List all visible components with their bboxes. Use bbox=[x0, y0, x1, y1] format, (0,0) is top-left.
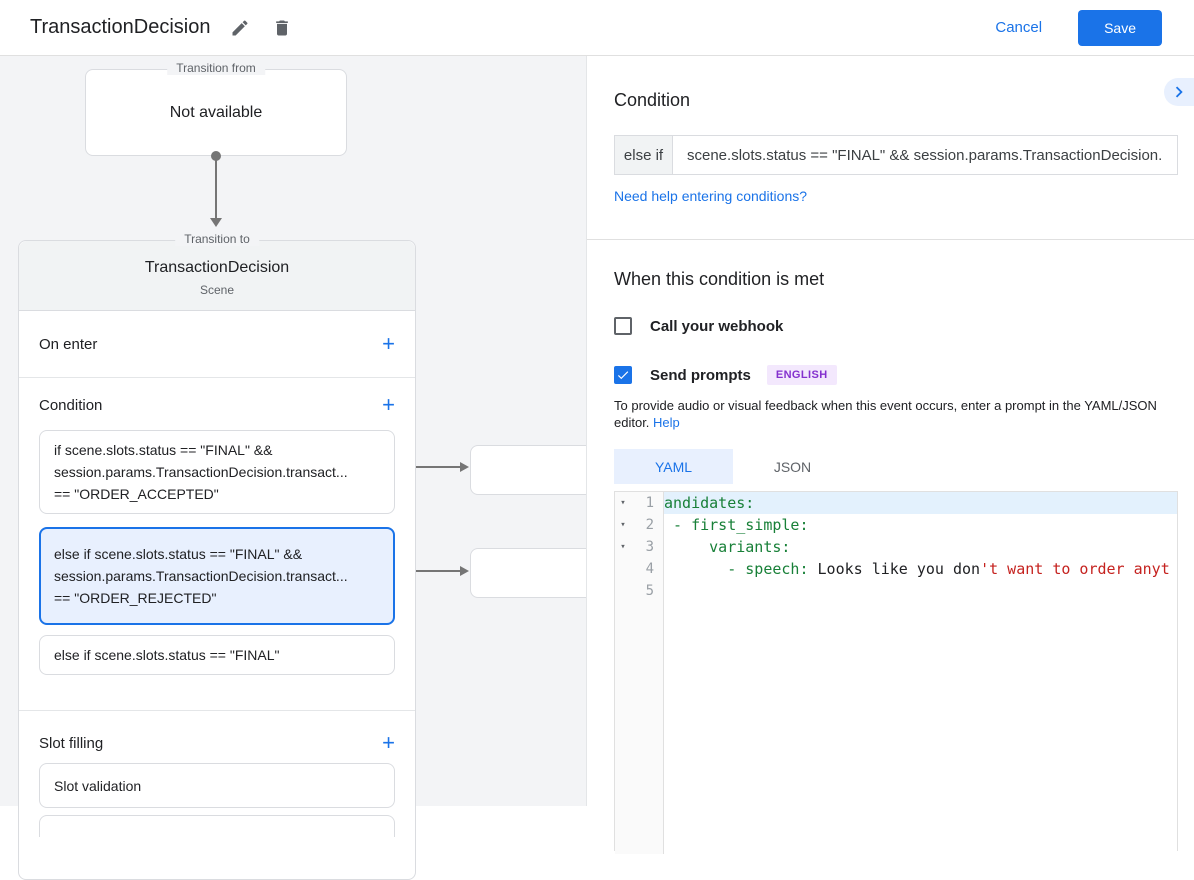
pencil-icon bbox=[232, 19, 248, 35]
condition-input-row: else if scene.slots.status == "FINAL" &&… bbox=[614, 135, 1178, 175]
arrow-down-icon bbox=[210, 218, 222, 227]
condition-prefix-label: else if bbox=[614, 135, 673, 175]
condition-header-row: Condition + bbox=[19, 378, 415, 430]
conditions-help-link[interactable]: Need help entering conditions? bbox=[614, 188, 808, 204]
condition-box[interactable]: else if scene.slots.status == "FINAL" bbox=[39, 635, 395, 675]
tab-json[interactable]: JSON bbox=[773, 458, 812, 475]
condition-box[interactable]: if scene.slots.status == "FINAL" &&sessi… bbox=[39, 430, 395, 514]
chevron-right-icon bbox=[1175, 86, 1183, 98]
list-item-partial[interactable] bbox=[39, 815, 395, 837]
scene-name: TransactionDecision bbox=[144, 258, 290, 276]
add-slot-button[interactable]: + bbox=[382, 730, 395, 755]
language-badge: ENGLISH bbox=[766, 365, 837, 385]
condition-section: Condition + if scene.slots.status == "FI… bbox=[19, 378, 415, 711]
fold-arrow-icon[interactable]: ▾ bbox=[615, 514, 631, 536]
connector-line bbox=[402, 570, 460, 572]
fold-cell-empty bbox=[615, 580, 631, 602]
arrow-right-icon bbox=[460, 462, 469, 472]
condition-expression-input[interactable]: scene.slots.status == "FINAL" && session… bbox=[673, 135, 1178, 175]
condition-editor-panel: Condition else if scene.slots.status == … bbox=[586, 56, 1194, 854]
condition-section-label: Condition bbox=[39, 396, 103, 414]
page-title: TransactionDecision bbox=[30, 16, 211, 38]
scene-card: Transition to TransactionDecision Scene … bbox=[18, 232, 416, 880]
code-text: variants: bbox=[664, 538, 791, 556]
transition-from-legend: Transition from bbox=[167, 61, 265, 75]
code-line: ▾2 - first_simple: bbox=[615, 514, 1177, 536]
prompts-description: To provide audio or visual feedback when… bbox=[614, 397, 1166, 431]
webhook-label: Call your webhook bbox=[650, 317, 784, 335]
send-prompts-row: Send prompts ENGLISH bbox=[614, 365, 1194, 385]
on-enter-row: On enter + bbox=[19, 311, 415, 378]
tab-yaml[interactable]: YAML bbox=[614, 449, 733, 484]
send-prompts-label: Send prompts bbox=[650, 366, 751, 384]
condition-list: if scene.slots.status == "FINAL" &&sessi… bbox=[19, 430, 415, 675]
send-prompts-checkbox[interactable] bbox=[614, 366, 632, 384]
scene-type-label: Scene bbox=[199, 282, 235, 297]
line-number: 2 bbox=[631, 514, 664, 536]
transition-to-legend: Transition to bbox=[175, 232, 259, 246]
arrow-right-icon bbox=[460, 566, 469, 576]
on-enter-label: On enter bbox=[39, 335, 98, 353]
add-on-enter-button[interactable]: + bbox=[382, 331, 395, 356]
fold-arrow-icon[interactable]: ▾ bbox=[615, 536, 631, 558]
connector-line bbox=[215, 156, 217, 218]
line-number: 4 bbox=[631, 558, 664, 580]
editor-gutter-fill bbox=[615, 602, 1177, 854]
panel-divider bbox=[587, 239, 1194, 240]
code-text: - first_simple: bbox=[664, 516, 809, 534]
help-link[interactable]: Help bbox=[653, 415, 680, 430]
add-condition-button[interactable]: + bbox=[382, 392, 395, 417]
checkmark-icon bbox=[617, 371, 629, 380]
webhook-checkbox[interactable] bbox=[614, 317, 632, 335]
fold-arrow-icon[interactable]: ▾ bbox=[615, 492, 631, 514]
condition-heading-row: Condition bbox=[614, 86, 1194, 114]
slot-list: Slot validation bbox=[19, 763, 415, 808]
cancel-button[interactable]: Cancel bbox=[995, 19, 1043, 36]
transition-from-box[interactable]: Transition from Not available bbox=[85, 61, 347, 156]
webhook-row: Call your webhook bbox=[614, 317, 1194, 335]
line-number: 3 bbox=[631, 536, 664, 558]
top-bar: TransactionDecision Cancel Save bbox=[0, 0, 1194, 56]
code-text: - speech: Looks like you don't want to o… bbox=[664, 560, 1170, 578]
collapse-panel-button[interactable] bbox=[1164, 78, 1194, 106]
trash-icon bbox=[276, 20, 289, 35]
code-text bbox=[664, 580, 1177, 602]
prompts-description-text: To provide audio or visual feedback when… bbox=[614, 398, 1157, 430]
code-line: 5 bbox=[615, 580, 1177, 602]
slot-filling-label: Slot filling bbox=[39, 734, 104, 752]
connector-line bbox=[402, 466, 460, 468]
editor-tab-bar: YAML JSON bbox=[614, 449, 1194, 484]
fold-cell-empty bbox=[615, 558, 631, 580]
scene-card-header: TransactionDecision Scene bbox=[19, 241, 415, 311]
when-met-heading: When this condition is met bbox=[614, 269, 825, 289]
condition-heading: Condition bbox=[614, 89, 691, 110]
slot-validation-box[interactable]: Slot validation bbox=[39, 763, 395, 808]
transition-from-value: Not available bbox=[169, 103, 263, 121]
line-number: 1 bbox=[631, 492, 664, 514]
line-number: 5 bbox=[631, 580, 664, 602]
condition-box-selected[interactable]: else if scene.slots.status == "FINAL" &&… bbox=[39, 527, 395, 625]
code-text: andidates: bbox=[664, 492, 1177, 514]
code-line: ▾3 variants: bbox=[615, 536, 1177, 558]
delete-button[interactable] bbox=[270, 16, 294, 40]
slot-filling-row: Slot filling + bbox=[19, 711, 415, 763]
save-button[interactable]: Save bbox=[1078, 9, 1162, 46]
code-line: 4 - speech: Looks like you don't want to… bbox=[615, 558, 1177, 580]
edit-button[interactable] bbox=[228, 16, 252, 40]
